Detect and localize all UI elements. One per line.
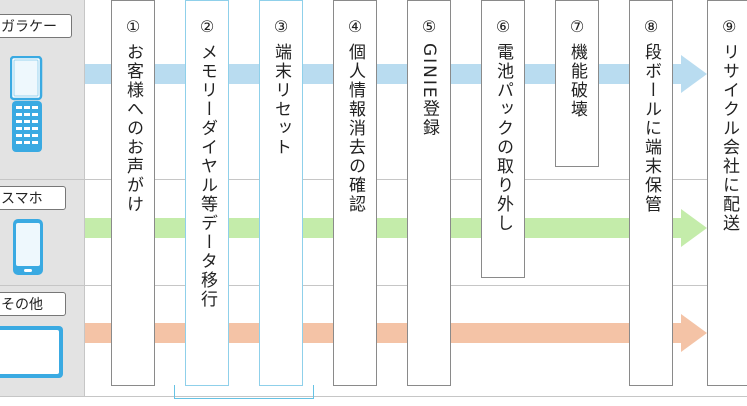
step-number: ④ bbox=[347, 17, 363, 36]
step-1: ① お客様へのお声がけ bbox=[111, 0, 155, 386]
step-6: ⑥ 電池パックの取り外し bbox=[481, 0, 525, 278]
step-number: ⑨ bbox=[722, 17, 737, 36]
step-5: ⑤ GINIE登録 bbox=[407, 0, 451, 386]
step-label: 段ボールに端末保管 bbox=[641, 43, 661, 214]
step-number: ① bbox=[125, 17, 141, 36]
step-label: 電池パックの取り外し bbox=[493, 43, 513, 233]
step-label: 機能破壊 bbox=[567, 43, 587, 119]
sidebar-divider bbox=[84, 0, 85, 397]
step-9: ⑨ リサイクル会社に配送 bbox=[707, 0, 747, 386]
step-8: ⑧ 段ボールに端末保管 bbox=[629, 0, 673, 386]
step-7: ⑦ 機能破壊 bbox=[555, 0, 599, 167]
step-number: ⑥ bbox=[495, 17, 511, 36]
step-group-bracket bbox=[174, 385, 314, 399]
step-number: ③ bbox=[273, 17, 289, 36]
step-number: ⑧ bbox=[643, 17, 659, 36]
row-divider bbox=[0, 396, 747, 397]
step-label: 端末リセット bbox=[271, 43, 291, 157]
step-label: メモリーダイヤル等データ移行 bbox=[197, 43, 217, 309]
step-label: 個人情報消去の確認 bbox=[345, 43, 365, 214]
row-label-feature-phone: ガラケー bbox=[0, 14, 72, 38]
row-label-smartphone: スマホ bbox=[0, 186, 66, 210]
step-number: ② bbox=[199, 17, 215, 36]
step-number: ⑤ bbox=[421, 17, 437, 36]
feature-phone-icon bbox=[10, 56, 43, 152]
tablet-icon bbox=[0, 326, 63, 378]
step-2: ② メモリーダイヤル等データ移行 bbox=[185, 0, 229, 386]
step-number: ⑦ bbox=[569, 17, 585, 36]
step-label: お客様へのお声がけ bbox=[123, 43, 143, 214]
smartphone-icon bbox=[13, 219, 43, 275]
row-label-other: その他 bbox=[0, 292, 66, 316]
step-label: GINIE登録 bbox=[419, 43, 439, 138]
step-3: ③ 端末リセット bbox=[259, 0, 303, 386]
step-label: リサイクル会社に配送 bbox=[719, 43, 739, 233]
step-4: ④ 個人情報消去の確認 bbox=[333, 0, 377, 386]
